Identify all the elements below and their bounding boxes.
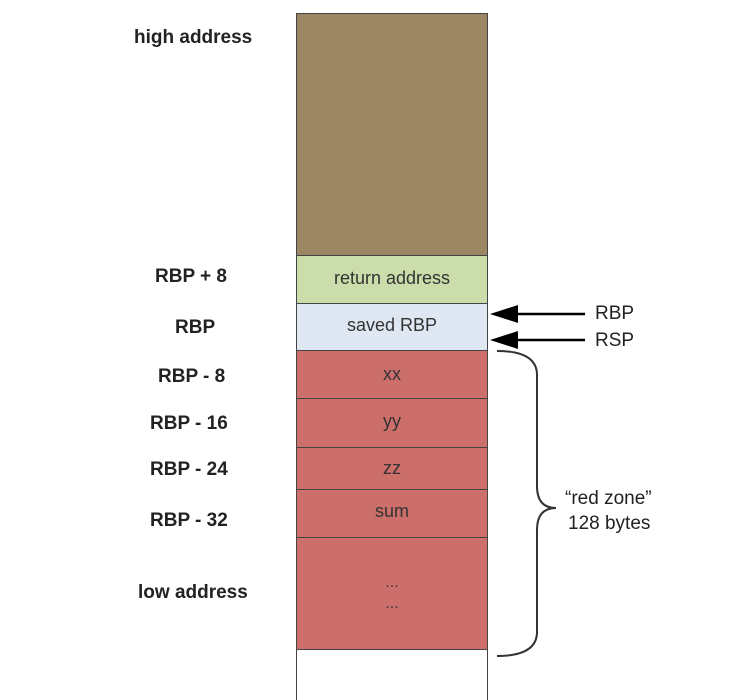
rbp-minus-16-label: RBP - 16 <box>150 413 228 434</box>
rsp-pointer-label: RSP <box>595 330 635 351</box>
return-address-block: return address <box>296 255 488 304</box>
ellipsis-text-2: ... <box>385 595 399 612</box>
red-zone-size-label: 128 bytes <box>568 513 651 534</box>
bottom-stack-block <box>296 649 488 700</box>
red-zone-brace <box>496 350 557 657</box>
saved-rbp-block: saved RBP <box>296 303 488 351</box>
saved-rbp-text: saved RBP <box>346 315 438 335</box>
rbp-offset-label: RBP <box>175 317 216 338</box>
sum-variable-text: sum <box>374 501 409 521</box>
yy-variable-block: yy <box>296 398 488 448</box>
ellipsis-text-1: ... <box>385 574 399 591</box>
rbp-arrow <box>490 305 585 323</box>
upper-stack-block <box>296 13 488 256</box>
rbp-pointer-label: RBP <box>595 303 635 324</box>
rbp-minus-32-label: RBP - 32 <box>150 510 228 531</box>
low-address-label: low address <box>138 582 248 603</box>
xx-variable-text: xx <box>383 364 401 384</box>
low-address-block: ... ... <box>296 537 488 650</box>
zz-variable-text: zz <box>383 458 401 478</box>
rsp-arrow <box>490 331 585 349</box>
rbp-minus-24-label: RBP - 24 <box>150 459 228 480</box>
rbp-minus-8-label: RBP - 8 <box>158 366 226 387</box>
rbp-plus-8-label: RBP + 8 <box>155 266 227 287</box>
xx-variable-block: xx <box>296 350 488 399</box>
return-address-text: return address <box>333 268 451 288</box>
zz-variable-block: zz <box>296 447 488 490</box>
sum-variable-block: sum <box>296 489 488 538</box>
yy-variable-text: yy <box>383 411 401 431</box>
high-address-label: high address <box>134 27 253 48</box>
red-zone-label: “red zone” <box>565 488 652 509</box>
